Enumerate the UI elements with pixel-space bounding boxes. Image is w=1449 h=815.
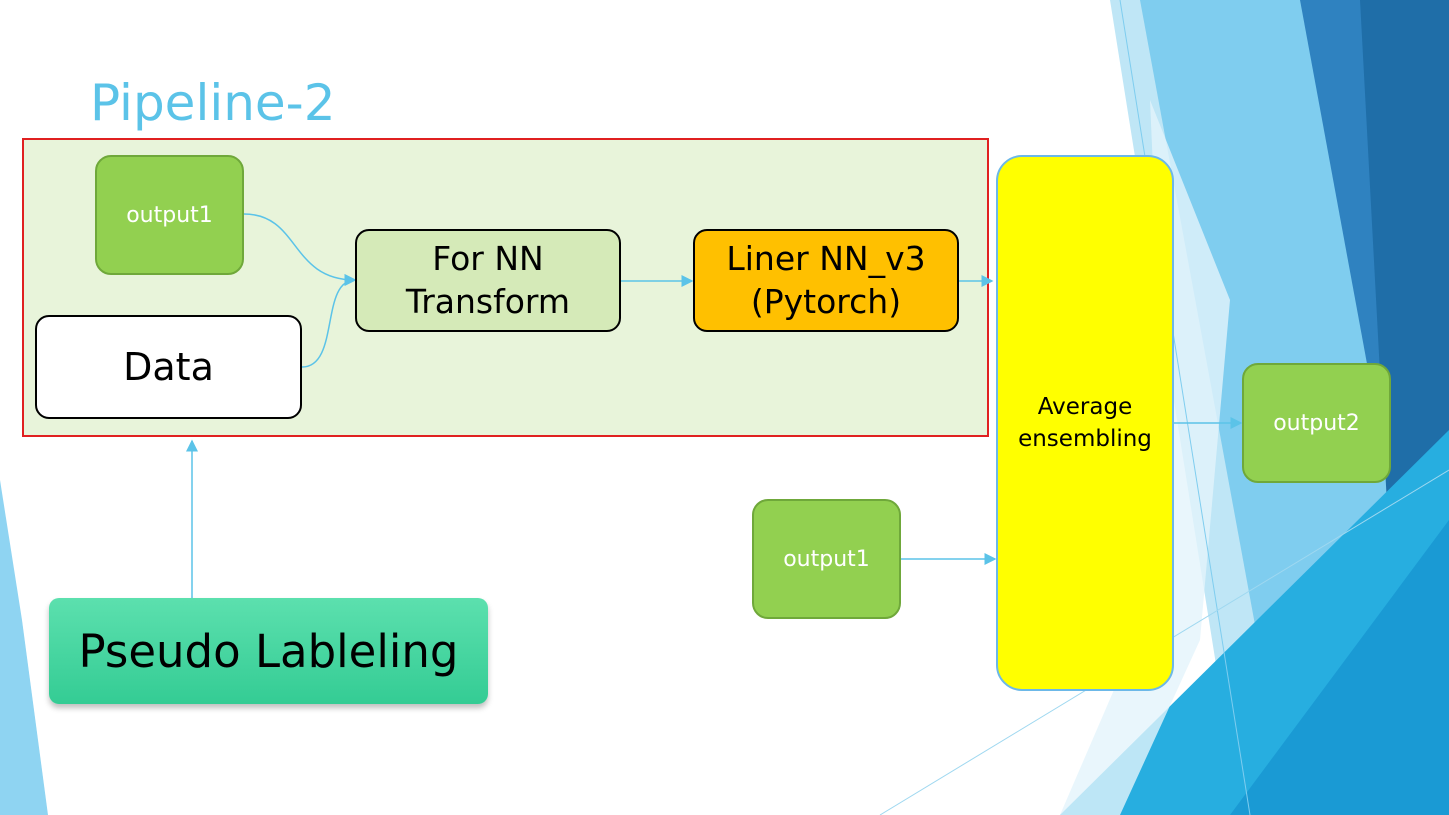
- liner-nn-node: Liner NN_v3 (Pytorch): [693, 229, 959, 332]
- data-node: Data: [35, 315, 302, 419]
- bg-shape-pale: [1060, 100, 1230, 815]
- arrow-data-to-transform: [301, 274, 357, 368]
- average-ensembling-node: Average ensembling: [996, 155, 1174, 691]
- output1-node: output1: [95, 155, 244, 275]
- output1-bottom-node: output1: [752, 499, 901, 619]
- bg-shape-lower: [1230, 520, 1449, 815]
- output2-node: output2: [1242, 363, 1391, 483]
- arrow-output1-to-transform: [243, 213, 357, 286]
- bg-shape-left: [0, 480, 48, 815]
- pseudo-labeling-node: Pseudo Lableling: [49, 598, 488, 704]
- page-title: Pipeline-2: [90, 74, 336, 132]
- bg-line-1: [1119, 0, 1251, 815]
- nn-transform-node: For NN Transform: [355, 229, 621, 332]
